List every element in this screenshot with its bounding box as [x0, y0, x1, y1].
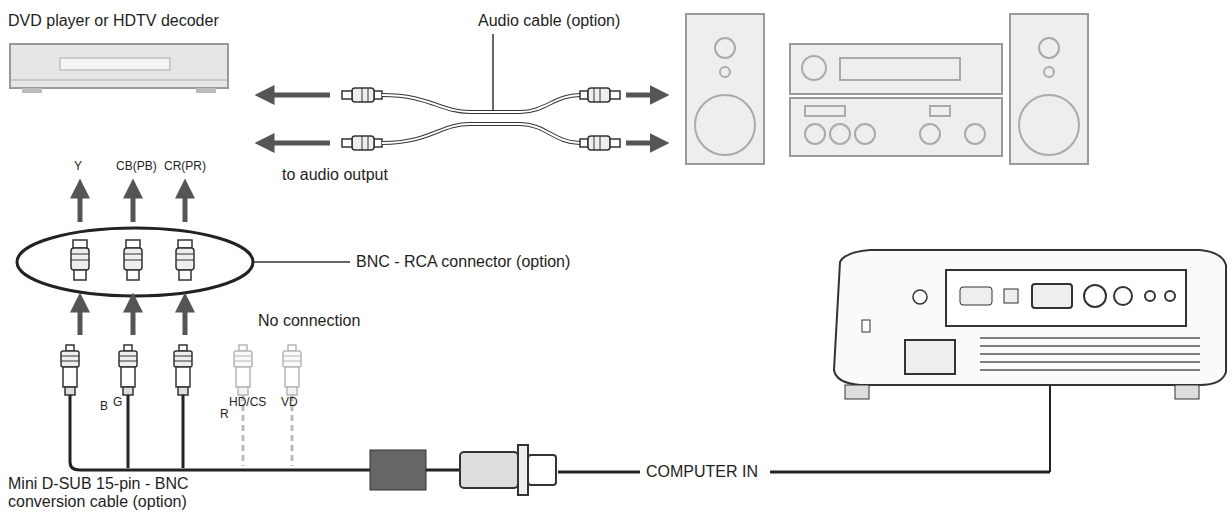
part-name: Mini D-SUB 15-pin - BNC conversion cable… [8, 475, 248, 512]
signal-name: Y [74, 160, 82, 174]
device-name: DVD player or HDTV decoder [8, 12, 219, 30]
part-name: BNC - RCA connector (option) [356, 253, 570, 271]
signal-name: R [220, 408, 229, 422]
signal-name: VD [281, 396, 298, 410]
signal-name: CR(PR) [164, 160, 206, 174]
signal-name: G [113, 396, 122, 410]
signal-name: CB(PB) [116, 160, 157, 174]
callout-label: Audio cable (option) [478, 12, 620, 30]
callout-label: No connection [258, 312, 360, 330]
port-name: COMPUTER IN [646, 463, 758, 481]
device-box: DVD player or HDTV decoder [8, 12, 219, 30]
signal-name: HD/CS [229, 396, 266, 410]
signal-name: B [100, 400, 108, 414]
callout-label: to audio output [282, 166, 388, 184]
